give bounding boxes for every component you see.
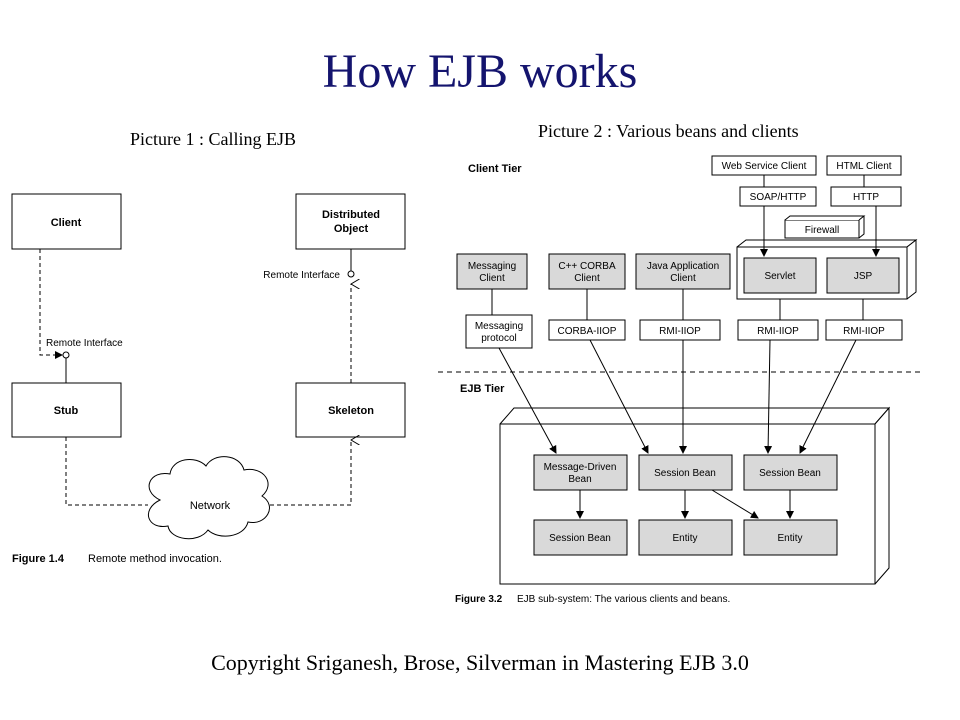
rmi-iiop-box-1 [639,319,721,341]
cpp-corba-client-label-1: C++ CORBA [558,261,616,272]
stub-to-network-dashed-line [65,437,148,506]
stub-label: Stub [54,405,79,417]
remote-interface-right-lollipop [347,270,355,278]
html-client-label: HTML Client [836,161,891,172]
rmi-iiop-label-1: RMI-IIOP [659,326,701,337]
messaging-client-box [456,253,528,290]
stub-box [11,382,122,438]
remote-interface-left-lollipop [62,351,70,359]
remote-interface-right-label: Remote Interface [263,270,340,281]
arrow-session-to-entity-2 [711,489,759,519]
figure-3-2-label: Figure 3.2 [455,594,503,605]
figure-1-4-text: Remote method invocation. [88,553,222,565]
arrow-rmi2-to-session [764,339,773,454]
soap-http-box [739,186,817,207]
session-bean-label-3: Session Bean [549,533,611,544]
http-label: HTTP [853,192,879,203]
client-label: Client [51,217,82,229]
arrow-rmi3-to-session [799,339,857,454]
entity-box-2 [743,519,838,556]
messaging-protocol-box [465,314,533,349]
picture2-diagram: Client Tier Web Service Client HTML Clie… [438,155,920,605]
cpp-corba-client-box [548,253,626,290]
distributed-object-label-1: Distributed [322,209,380,221]
rmi-iiop-label-2: RMI-IIOP [757,326,799,337]
rmi-iiop-box-2 [737,319,819,341]
messaging-protocol-label-1: Messaging [475,321,523,332]
distributed-object-label-2: Object [334,223,369,235]
jsp-box [826,257,900,294]
rmi-iiop-label-3: RMI-IIOP [843,326,885,337]
session-bean-label-1: Session Bean [654,468,716,479]
corba-iiop-label: CORBA-IIOP [558,326,617,337]
session-bean-box-3 [533,519,628,556]
firewall-label: Firewall [805,225,839,236]
servlet-box [743,257,817,294]
corba-iiop-box [548,319,626,341]
message-driven-bean-label-2: Bean [568,474,591,485]
entity-label-1: Entity [672,533,697,544]
client-to-stub-dashed-arrow [39,249,63,359]
entity-label-2: Entity [777,533,802,544]
network-to-skeleton-dashed-arrow [270,440,351,506]
entity-box-1 [638,519,733,556]
messaging-client-label-2: Client [479,273,505,284]
ejb-tier-label: EJB Tier [460,383,505,395]
copyright-footer: Copyright Sriganesh, Brose, Silverman in… [211,650,749,675]
picture1-diagram: Client Distributed Object Remote Interfa… [11,193,406,565]
servlet-label: Servlet [764,271,795,282]
session-bean-box-1 [638,454,733,491]
web-service-client-label: Web Service Client [722,161,807,172]
picture1-caption: Picture 1 : Calling EJB [130,129,296,149]
java-app-client-label-2: Client [670,273,696,284]
java-app-client-label-1: Java Application [647,261,719,272]
client-tier-label: Client Tier [468,163,522,175]
figure-3-2-text: EJB sub-system: The various clients and … [517,594,730,605]
network-cloud [148,456,270,540]
skeleton-label: Skeleton [328,405,374,417]
message-driven-bean-label-1: Message-Driven [544,462,617,473]
slide-title: How EJB works [322,45,638,98]
figure-1-4-label: Figure 1.4 [12,553,65,565]
cpp-corba-client-label-2: Client [574,273,600,284]
arrow-corba-to-session [589,339,649,454]
rmi-iiop-box-3 [825,319,903,341]
remote-interface-left-label: Remote Interface [46,338,123,349]
picture2-caption: Picture 2 : Various beans and clients [538,121,799,141]
messaging-protocol-label-2: protocol [481,333,517,344]
jsp-label: JSP [854,271,873,282]
client-box [11,193,122,250]
session-bean-label-2: Session Bean [759,468,821,479]
soap-http-label: SOAP/HTTP [750,192,807,203]
ejb-container-box [499,423,876,585]
java-app-client-box [635,253,731,290]
messaging-client-label-1: Messaging [468,261,516,272]
distributed-object-box [295,193,406,250]
network-label: Network [190,500,231,512]
arrow-messaging-to-mdb [498,347,557,454]
http-box [830,186,902,207]
